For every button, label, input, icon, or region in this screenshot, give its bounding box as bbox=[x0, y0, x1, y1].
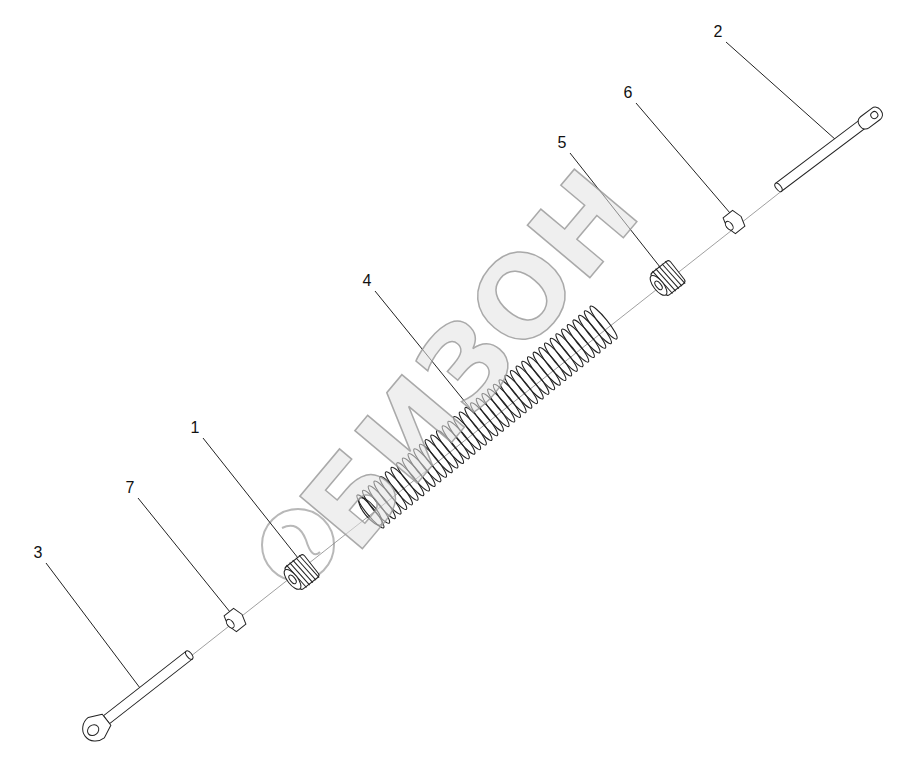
callout-number: 6 bbox=[624, 85, 633, 101]
leader-line bbox=[636, 103, 730, 213]
logo-mark bbox=[282, 526, 320, 555]
leader-line bbox=[726, 42, 836, 140]
leader-line bbox=[46, 563, 140, 688]
nut-hole bbox=[225, 618, 236, 630]
spring-coil bbox=[582, 308, 615, 346]
plug-hole bbox=[287, 574, 297, 585]
rod-shaft bbox=[775, 120, 865, 191]
callout-number: 1 bbox=[191, 420, 200, 436]
nut-hole bbox=[724, 220, 735, 232]
rod-eyelet bbox=[856, 105, 885, 132]
callout-number: 3 bbox=[34, 545, 43, 561]
rod-3 bbox=[77, 643, 199, 746]
plug-thread bbox=[296, 556, 316, 581]
nut-hex bbox=[222, 607, 248, 634]
leader-line bbox=[203, 438, 298, 558]
axis-line bbox=[92, 112, 882, 734]
spring-plug-1 bbox=[279, 553, 320, 594]
callout-number: 5 bbox=[558, 135, 567, 151]
nut-6 bbox=[721, 209, 747, 236]
leader-line bbox=[138, 498, 230, 612]
plug-face bbox=[647, 273, 670, 298]
plug-hole bbox=[653, 280, 663, 291]
watermark: БИЗОН bbox=[283, 153, 657, 568]
nut-7 bbox=[222, 607, 248, 634]
plug-thread bbox=[299, 554, 319, 579]
rod-eye bbox=[77, 709, 114, 746]
plug-thread bbox=[665, 260, 685, 285]
rod-end bbox=[773, 182, 783, 193]
spring-coil bbox=[576, 313, 609, 351]
callout-number: 2 bbox=[714, 24, 723, 40]
rod-shaft bbox=[103, 651, 192, 724]
spring-plug-5 bbox=[645, 259, 686, 300]
callout-number: 4 bbox=[363, 273, 372, 289]
leader-lines bbox=[46, 42, 836, 688]
eye-hole bbox=[85, 723, 101, 738]
eyelet-hole bbox=[869, 110, 879, 120]
plug-thread bbox=[662, 262, 682, 287]
rod-2 bbox=[772, 105, 885, 195]
nut-hex bbox=[721, 209, 747, 236]
spring-coil bbox=[587, 304, 620, 342]
spring-coil bbox=[570, 318, 603, 356]
plug-face bbox=[281, 567, 304, 592]
callout-number: 7 bbox=[126, 480, 135, 496]
rod-end bbox=[184, 650, 194, 661]
